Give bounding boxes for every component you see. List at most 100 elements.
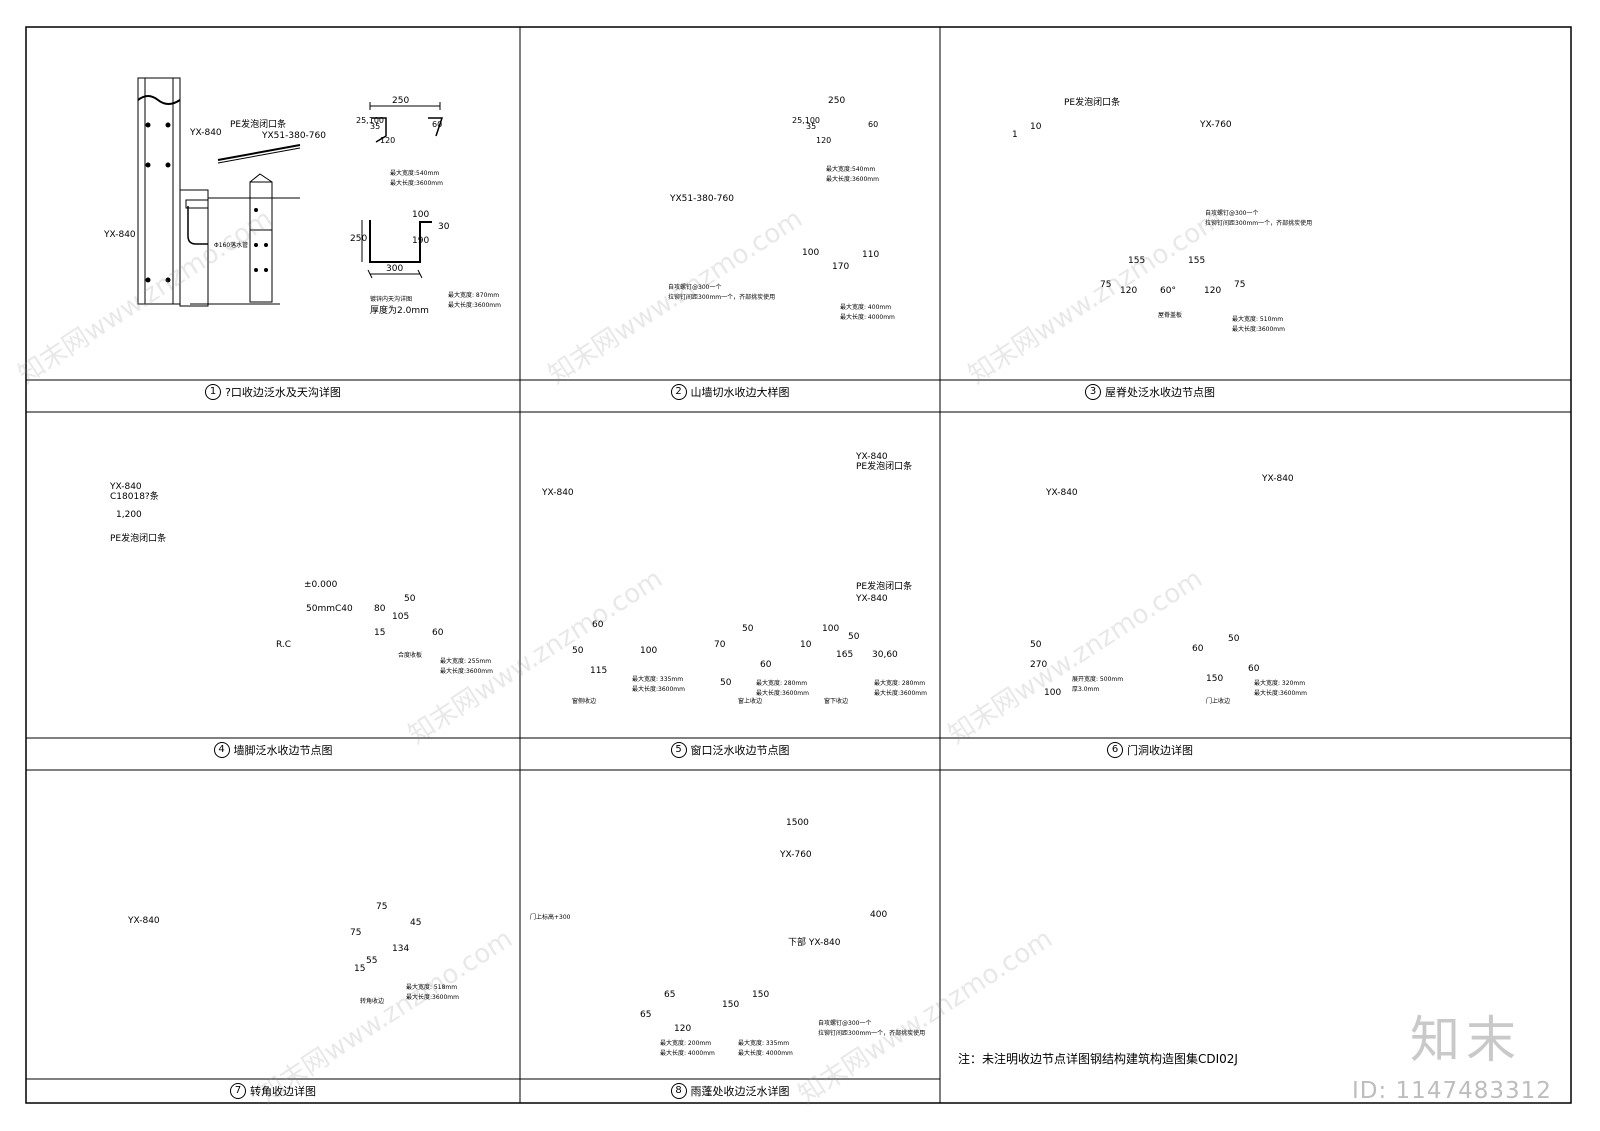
note: 拉铆钉间距300mm一个，齐部挑炭使用: [818, 1030, 926, 1037]
label: Φ160落水管: [214, 242, 249, 249]
caption-text: 山墙切水收边大样图: [690, 386, 790, 399]
dimension: 50: [720, 678, 732, 688]
label: 门上标高+300: [530, 914, 571, 921]
spec: 最大宽度: 510mm: [1232, 316, 1284, 323]
dimension: 45: [410, 918, 422, 928]
spec: 最大宽度: 870mm: [448, 292, 500, 299]
label: YX-840: [110, 482, 142, 492]
dimension: 50: [1030, 640, 1042, 650]
caption-text: 窗口泛水收边节点图: [690, 744, 790, 757]
spec: 最大宽度: 320mm: [1254, 680, 1306, 687]
label: 50mmC40: [306, 604, 353, 614]
dimension: 65: [664, 990, 676, 1000]
dimension: 1500: [786, 818, 809, 828]
label: YX-840: [104, 230, 136, 240]
dimension: 165: [836, 650, 854, 660]
dimension: 10: [800, 640, 812, 650]
label: YX-760: [780, 850, 812, 860]
spec: 最大长度: 4000mm: [660, 1050, 715, 1057]
dimension: 60°: [1160, 286, 1176, 296]
dimension: 150: [752, 990, 770, 1000]
dimension: 60: [432, 628, 444, 638]
spec: 最大宽度: 200mm: [660, 1040, 712, 1047]
detail-number: 8: [670, 1083, 687, 1099]
dimension: 100: [640, 646, 658, 656]
caption-text: 墙脚泛水收边节点图: [233, 744, 333, 757]
label: PE发泡闭口条: [230, 120, 287, 130]
dimension: 35: [370, 122, 381, 131]
detail-number: 5: [670, 742, 687, 758]
caption-text: 屋脊处泛水收边节点图: [1105, 386, 1215, 399]
dimension: 120: [674, 1024, 692, 1034]
detail-number: 1: [205, 384, 222, 400]
label: YX-840: [1046, 488, 1078, 498]
dimension: 60: [1192, 644, 1204, 654]
dimension: 60: [868, 120, 879, 129]
dimension: 170: [832, 262, 850, 272]
dimension: 35: [806, 122, 817, 131]
detail-number: 2: [670, 384, 687, 400]
spec: 最大宽度: 280mm: [756, 680, 808, 687]
note: 拉铆钉间距300mm一个，齐部挑炭使用: [1205, 220, 1313, 227]
label: 镀锌内天沟详图: [370, 296, 413, 303]
label: PE发泡闭口条: [856, 462, 913, 472]
label: C18018?条: [110, 492, 159, 502]
dimension: 155: [1128, 256, 1146, 266]
dimension: 50: [742, 624, 754, 634]
caption-text: ?口收边泛水及天沟详图: [225, 386, 341, 399]
spec: 最大长度:3600mm: [1232, 326, 1285, 333]
dimension: 115: [590, 666, 608, 676]
label: PE发泡闭口条: [1064, 98, 1121, 108]
dimension: 50: [572, 646, 584, 656]
dimension: 75: [1100, 280, 1112, 290]
detail-1-drawing: [137, 77, 444, 307]
grid-lines: [26, 27, 1571, 1103]
dimension: 150: [722, 1000, 740, 1010]
dimension: 75: [376, 902, 388, 912]
spec: 最大长度:3600mm: [406, 994, 459, 1001]
watermark-id: ID: 1147483312: [1352, 1078, 1552, 1104]
label: PE发泡闭口条: [856, 582, 913, 592]
dimension: 50: [1228, 634, 1240, 644]
label: YX51-380-760: [262, 131, 326, 141]
dimension: 60: [432, 120, 443, 129]
dimension: 400: [870, 910, 888, 920]
dimension: 155: [1188, 256, 1206, 266]
spec: 最大长度:3600mm: [440, 668, 493, 675]
caption-1: 1?口收边泛水及天沟详图: [26, 381, 520, 403]
dimension: 250: [828, 96, 846, 106]
dimension: 120: [1204, 286, 1222, 296]
dimension: 80: [374, 604, 386, 614]
spec: 最大宽度: 518mm: [406, 984, 458, 991]
caption-text: 门洞收边详图: [1127, 744, 1193, 757]
general-note: 注：未注明收边节点详图钢结构建筑构造图集CDI02J: [958, 1052, 1238, 1066]
label: YX-840: [128, 916, 160, 926]
dimension: 70: [714, 640, 726, 650]
dimension: 30: [438, 222, 450, 232]
dimension: 250: [392, 96, 410, 106]
dimension: 250: [350, 234, 368, 244]
dimension: 134: [392, 944, 410, 954]
spec: 最大长度:3600mm: [390, 180, 443, 187]
caption-text: 转角收边详图: [250, 1085, 316, 1098]
label: YX-840: [542, 488, 574, 498]
watermark-logo: 知末: [1410, 1011, 1522, 1069]
dimension: 60: [1248, 664, 1260, 674]
label: 窗上收边: [738, 698, 763, 705]
label: 1,200: [116, 510, 142, 520]
dimension: 75: [350, 928, 362, 938]
dimension: 120: [380, 136, 396, 145]
dimension: 60: [592, 620, 604, 630]
dimension: 110: [862, 250, 880, 260]
sheet-border: [25, 26, 1572, 1104]
dimension: 15: [374, 628, 386, 638]
spec: 最大宽度: 255mm: [440, 658, 492, 665]
dimension: 100: [412, 210, 430, 220]
dimension: 100: [1044, 688, 1062, 698]
dimension: 100: [802, 248, 820, 258]
dimension: 120: [816, 136, 832, 145]
